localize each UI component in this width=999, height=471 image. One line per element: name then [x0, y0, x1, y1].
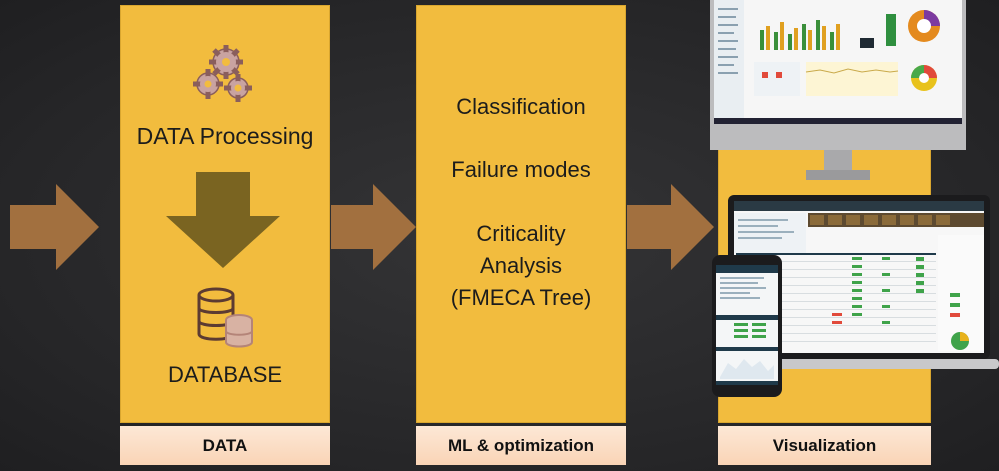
- database-icon: [197, 287, 253, 348]
- data-processing-label: DATA Processing: [136, 123, 314, 149]
- monitor-dashboard-image: [710, 0, 966, 180]
- ml-footer: ML & optimization: [416, 426, 626, 465]
- database-label: DATABASE: [167, 362, 283, 387]
- classification-label: Classification: [456, 94, 586, 119]
- criticality-analysis-label: Criticality Analysis (FMECA Tree): [450, 221, 592, 310]
- phone-dashboard-image: [712, 255, 782, 397]
- gears-icon: [193, 45, 252, 102]
- data-footer: DATA: [120, 426, 330, 465]
- down-arrow-icon: [166, 172, 280, 268]
- failure-modes-label: Failure modes: [451, 157, 591, 182]
- viz-footer: Visualization: [718, 426, 931, 465]
- ml-panel: [416, 5, 626, 423]
